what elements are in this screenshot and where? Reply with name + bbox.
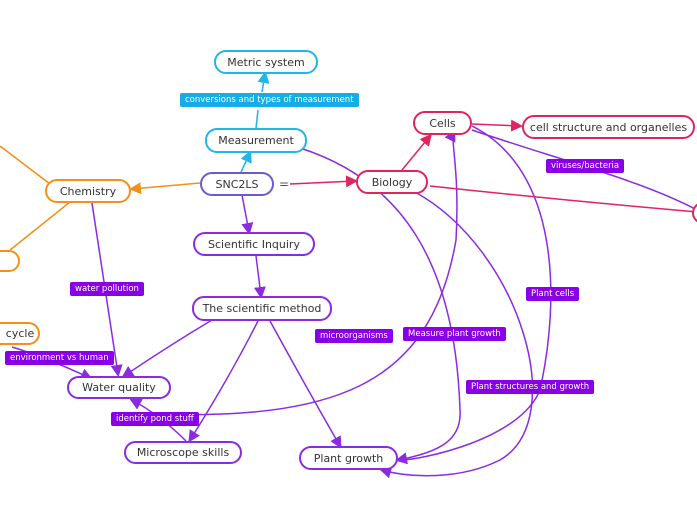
label-conversions: conversions and types of measurement bbox=[180, 93, 359, 107]
label-identify-pond-stuff: identify pond stuff bbox=[111, 412, 199, 426]
node-biology[interactable]: Biology bbox=[356, 170, 428, 194]
label-microorganisms: microorganisms bbox=[315, 329, 393, 343]
link-cells-organelles bbox=[471, 119, 523, 132]
node-chemistry[interactable]: Chemistry bbox=[45, 179, 131, 203]
link-root-measurement bbox=[240, 150, 252, 173]
link-biology-cells bbox=[401, 133, 432, 171]
link-cells-plant bbox=[399, 125, 552, 461]
link-root-biology bbox=[289, 175, 358, 188]
link-chemistry-offscreen-left bbox=[9, 201, 71, 251]
node-measurement[interactable]: Measurement bbox=[205, 128, 307, 153]
equals-sign: = bbox=[279, 177, 290, 191]
link-method-water bbox=[121, 319, 213, 378]
node-scientific-method[interactable]: The scientific method bbox=[192, 296, 332, 321]
link-measurement-conversions bbox=[255, 109, 259, 129]
link-root-chemistry bbox=[129, 182, 201, 195]
node-water-quality[interactable]: Water quality bbox=[67, 376, 171, 399]
link-method-microscope bbox=[188, 320, 259, 443]
link-inquiry-method bbox=[253, 255, 266, 299]
node-cycle[interactable]: cycle bbox=[0, 322, 40, 345]
label-plant-structures: Plant structures and growth bbox=[466, 380, 595, 394]
node-cells[interactable]: Cells bbox=[413, 111, 472, 135]
label-environment-vs-human: environment vs human bbox=[5, 351, 114, 365]
link-chemistry-offscreen-top bbox=[0, 145, 51, 185]
link-conversions-metric bbox=[257, 71, 270, 93]
node-offscreen-orange[interactable] bbox=[0, 250, 20, 272]
link-root-inquiry bbox=[241, 194, 254, 235]
node-cell-structure[interactable]: cell structure and organelles bbox=[522, 115, 695, 139]
node-metric-system[interactable]: Metric system bbox=[214, 50, 318, 74]
node-microscope-skills[interactable]: Microscope skills bbox=[124, 441, 242, 464]
label-plant-cells: Plant cells bbox=[526, 287, 580, 301]
link-water-cells bbox=[145, 129, 458, 416]
link-biology-offscreen bbox=[429, 185, 697, 213]
link-biology-plant bbox=[379, 191, 534, 479]
label-measure-plant-growth: Measure plant growth bbox=[403, 327, 506, 341]
link-method-plant bbox=[269, 320, 342, 449]
node-plant-growth[interactable]: Plant growth bbox=[299, 446, 398, 470]
node-root-snc2ls[interactable]: SNC2LS bbox=[200, 172, 274, 196]
label-water-pollution: water pollution bbox=[70, 282, 144, 296]
node-scientific-inquiry[interactable]: Scientific Inquiry bbox=[193, 232, 315, 256]
label-viruses-bacteria: viruses/bacteria bbox=[546, 159, 625, 173]
